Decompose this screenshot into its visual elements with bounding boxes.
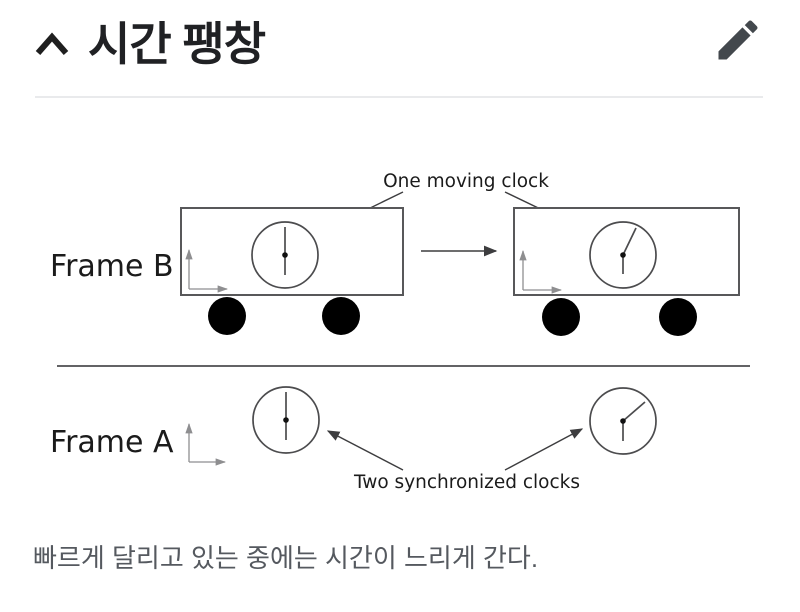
chevron-up-icon[interactable]	[35, 32, 69, 56]
header-divider	[35, 96, 763, 98]
left-sync-clock-pivot	[283, 417, 289, 423]
right-sync-clock-hand-2	[622, 401, 646, 422]
time-dilation-figure: One moving clock Frame B Frame A	[50, 171, 750, 493]
right-moving-clock-pivot	[620, 252, 626, 258]
left-moving-clock-pivot	[282, 252, 288, 258]
right-cart-wheel-rear	[659, 298, 697, 336]
frame-b-label: Frame B	[50, 249, 174, 284]
one-moving-clock-label: One moving clock	[383, 171, 549, 192]
page-title: 시간 팽창	[88, 18, 266, 70]
right-sync-clock-pivot	[620, 418, 626, 424]
two-sync-clocks-label: Two synchronized clocks	[353, 472, 580, 493]
left-cart-wheel-front	[208, 297, 246, 335]
sync-arrow-to-right-clock	[504, 428, 584, 471]
left-cart-wheel-rear	[322, 297, 360, 335]
sync-arrow-to-left-clock	[326, 430, 404, 471]
caption-text: 빠르게 달리고 있는 중에는 시간이 느리게 간다.	[33, 543, 539, 573]
frame-a-label: Frame A	[50, 425, 174, 460]
right-moving-clock-hand-1	[622, 227, 637, 256]
right-cart-wheel-front	[542, 298, 580, 336]
edit-pencil-icon[interactable]	[712, 14, 764, 66]
